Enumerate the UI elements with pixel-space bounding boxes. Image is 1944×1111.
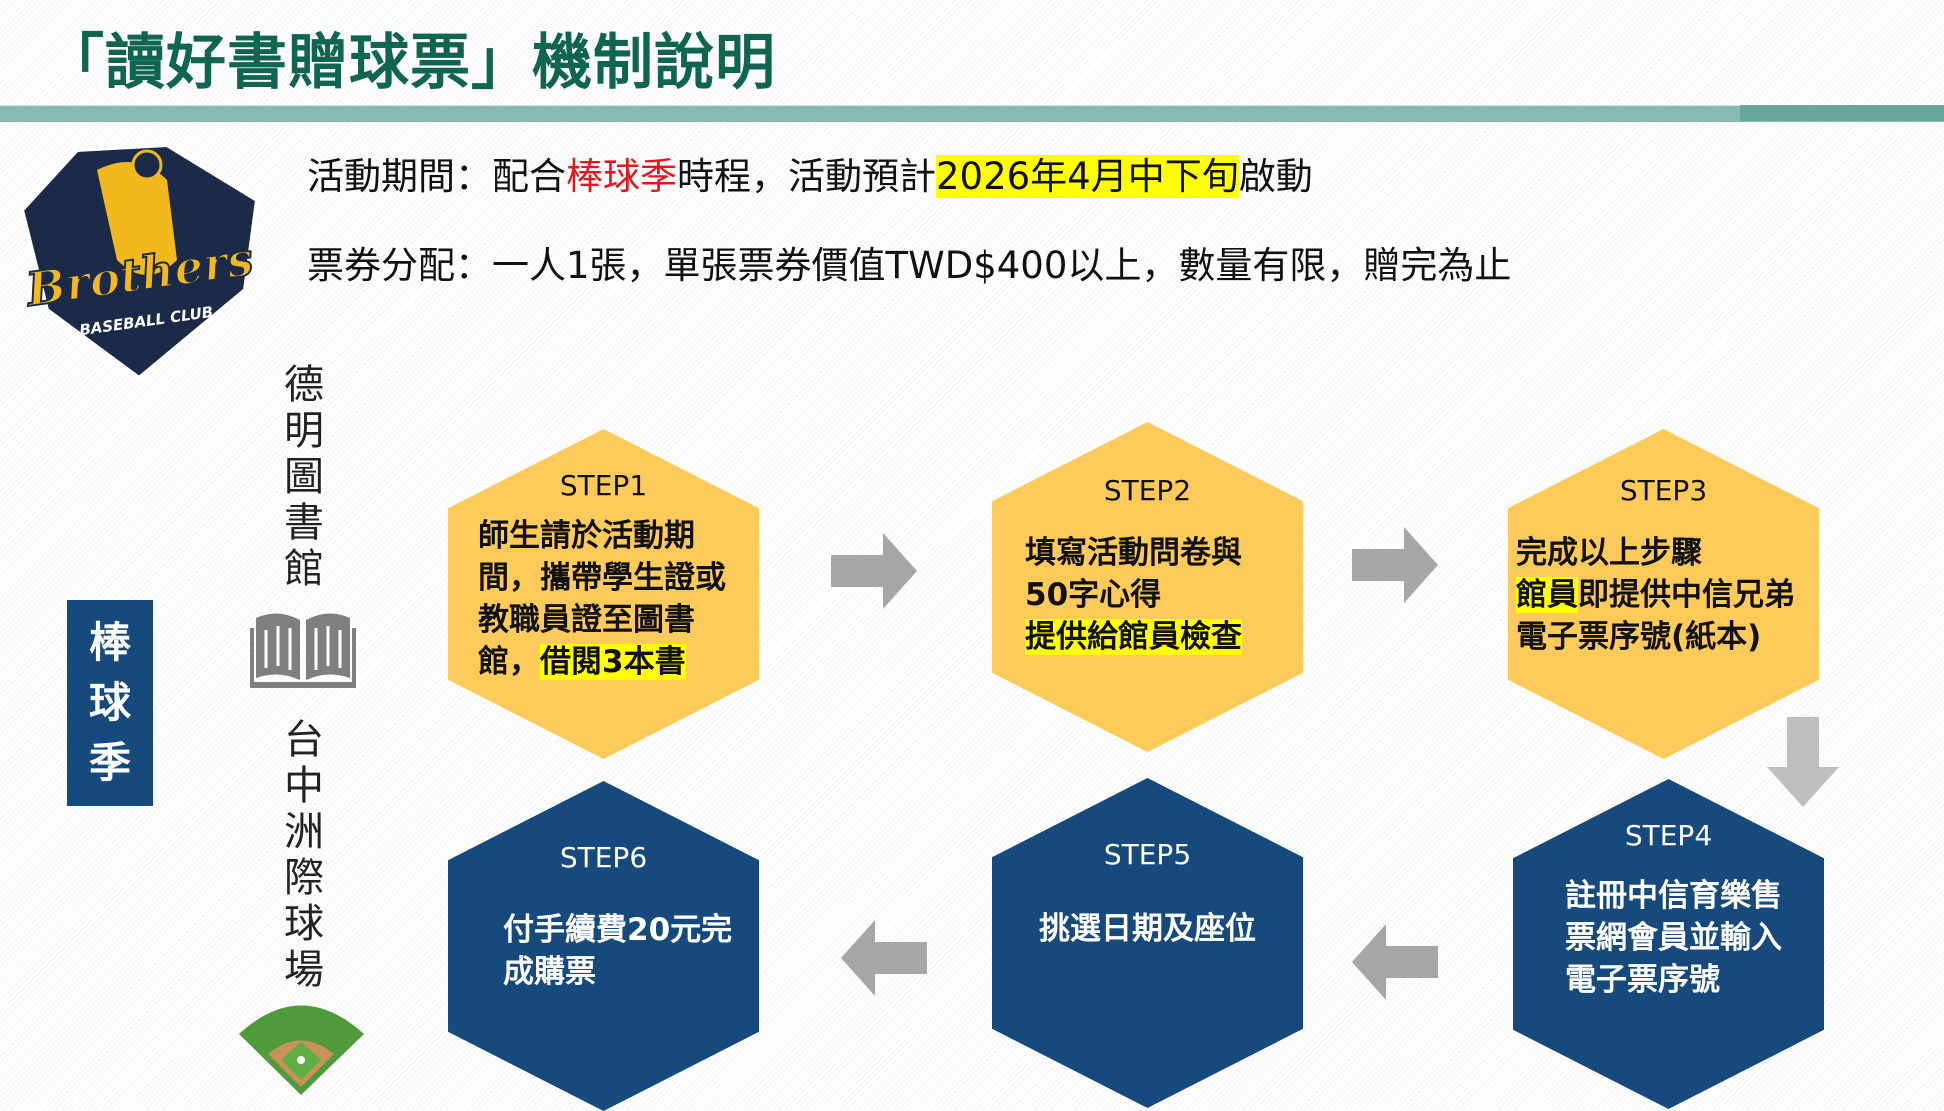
step5-hexagon: STEP5 挑選日期及座位 xyxy=(992,778,1303,1108)
period-season: 棒球季 xyxy=(566,155,677,198)
library-label: 德明圖書館 xyxy=(284,362,324,592)
step2-label: STEP2 xyxy=(1103,474,1192,507)
stadium-label: 台中洲際球場 xyxy=(284,717,324,993)
period-middle: 時程，活動預計 xyxy=(677,155,936,198)
step1-hexagon: STEP1 師生請於活動期間，攜帶學生證或教職員證至圖書館，借閱3本書 xyxy=(448,429,759,759)
period-suffix: 啟動 xyxy=(1238,155,1313,198)
activity-period: 活動期間：配合棒球季時程，活動預計2026年4月中下旬啟動 xyxy=(307,146,1313,200)
step1-text: 師生請於活動期間，攜帶學生證或教職員證至圖書館，借閱3本書 xyxy=(478,515,738,683)
arrow-right-icon xyxy=(831,533,917,609)
step2-body: 填寫活動問卷與50字心得 xyxy=(1025,535,1242,613)
step6-label: STEP6 xyxy=(559,841,648,874)
step1-highlight: 借閱3本書 xyxy=(540,644,686,680)
step3-text: 完成以上步驟館員即提供中信兄弟電子票序號(紙本) xyxy=(1516,532,1816,658)
season-badge: 棒球季 xyxy=(67,600,153,806)
step2-hexagon: STEP2 填寫活動問卷與50字心得提供給館員檢查 xyxy=(992,422,1303,752)
arrow-right-icon xyxy=(1352,527,1438,603)
step2-highlight: 提供給館員檢查 xyxy=(1025,619,1242,655)
ticket-allocation: 票券分配：一人1張，單張票券價值TWD$400以上，數量有限，贈完為止 xyxy=(307,244,1512,287)
arrow-down-icon xyxy=(1767,717,1839,807)
step3-label: STEP3 xyxy=(1619,474,1708,507)
step1-body: 師生請於活動期間，攜帶學生證或教職員證至圖書館， xyxy=(478,518,726,680)
step5-label: STEP5 xyxy=(1103,838,1192,871)
title-divider-accent xyxy=(1740,105,1944,121)
step3-body-a: 完成以上步驟 xyxy=(1516,535,1702,571)
step5-text: 挑選日期及座位 xyxy=(1039,911,1256,947)
step6-hexagon: STEP6 付手續費20元完成購票 xyxy=(448,781,759,1111)
step3-highlight: 館員 xyxy=(1516,577,1578,613)
arrow-left-icon xyxy=(1352,924,1438,1000)
step4-hexagon: STEP4 註冊中信育樂售票網會員並輸入電子票序號 xyxy=(1513,779,1824,1109)
step4-text: 註冊中信育樂售票網會員並輸入電子票序號 xyxy=(1565,878,1782,998)
title-divider xyxy=(0,105,1944,122)
step2-text: 填寫活動問卷與50字心得提供給館員檢查 xyxy=(1025,532,1265,658)
baseball-field-icon xyxy=(239,1005,364,1095)
period-prefix: 活動期間：配合 xyxy=(307,155,566,198)
step3-hexagon: STEP3 完成以上步驟館員即提供中信兄弟電子票序號(紙本) xyxy=(1508,429,1819,759)
page-title: 「讀好書贈球票」機制說明 xyxy=(44,28,776,98)
arrow-left-icon xyxy=(841,920,927,996)
brothers-logo: Brothers BASEBALL CLUB xyxy=(19,142,260,380)
step1-label: STEP1 xyxy=(559,469,648,502)
step4-label: STEP4 xyxy=(1624,819,1713,852)
step6-text: 付手續費20元完成購票 xyxy=(503,912,733,990)
book-icon xyxy=(250,613,356,688)
step3-body-b: 即提供中信兄弟電子票序號(紙本) xyxy=(1516,577,1795,655)
period-date: 2026年4月中下旬 xyxy=(936,155,1239,198)
